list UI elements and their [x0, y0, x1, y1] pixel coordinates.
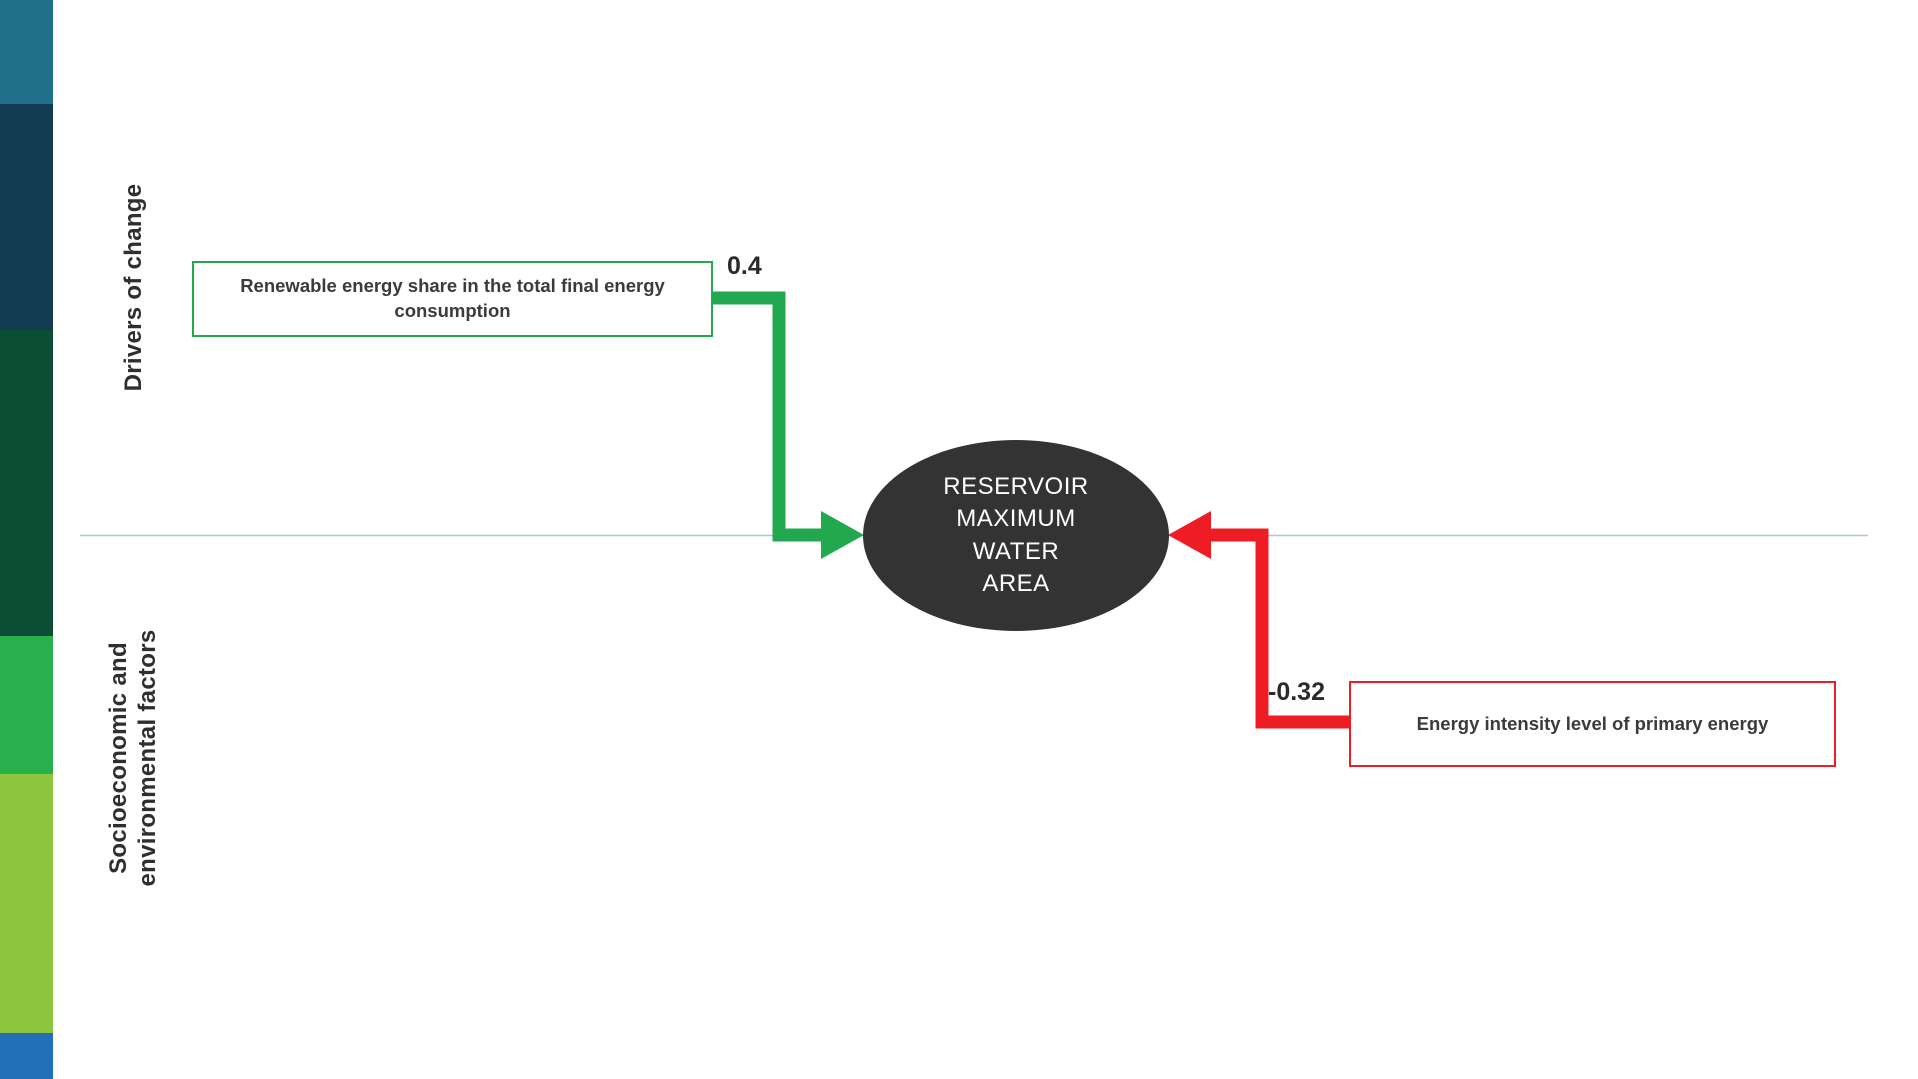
link-weight-positive: 0.4: [727, 252, 762, 280]
stripe-segment-dark-green: [0, 330, 53, 636]
positive-link-arrowhead: [821, 511, 864, 559]
link-weight-negative: -0.32: [1268, 678, 1325, 706]
stripe-segment-blue: [0, 1033, 53, 1079]
stripe-segment-light-green: [0, 774, 53, 1033]
center-node-reservoir-maximum-water-area: RESERVOIR MAXIMUM WATER AREA: [863, 440, 1169, 631]
negative-link-arrowhead: [1168, 511, 1211, 559]
positive-link-line: [713, 291, 828, 542]
stripe-segment-green: [0, 636, 53, 774]
left-color-stripe: [0, 0, 53, 1079]
stripe-segment-teal: [0, 0, 53, 104]
negative-link-line: [1208, 528, 1350, 729]
factor-box-energy-intensity: Energy intensity level of primary energy: [1349, 681, 1836, 767]
factor-box-renewable-energy-share: Renewable energy share in the total fina…: [192, 261, 713, 337]
stripe-segment-navy: [0, 104, 53, 330]
